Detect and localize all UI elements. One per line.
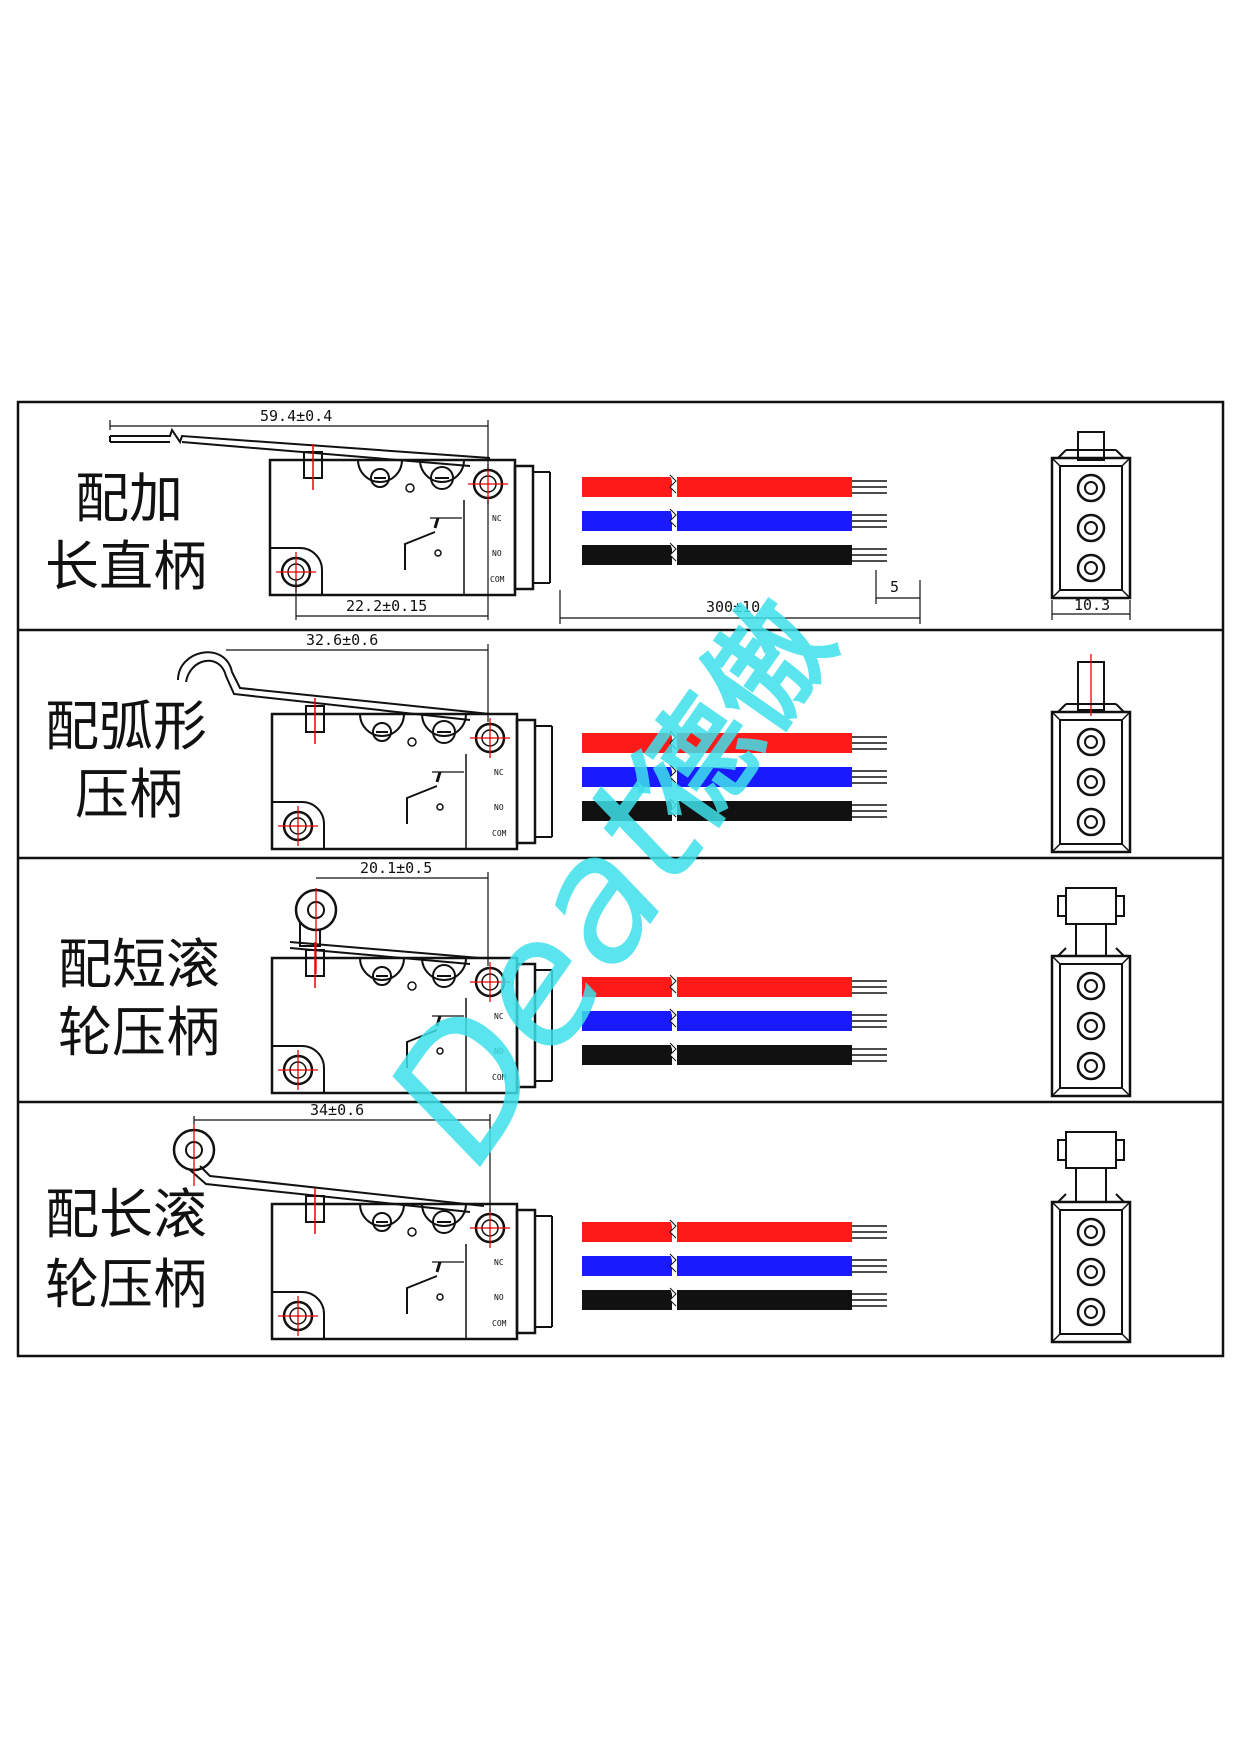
panel-label-line1: 配加 xyxy=(75,467,183,530)
end-view-roller xyxy=(1057,1131,1125,1203)
dim-lever-length: 32.6±0.6 xyxy=(306,631,378,649)
panel-label-line1: 配短滚 xyxy=(58,933,220,996)
switch-body xyxy=(268,442,552,597)
pin-label-com: COM xyxy=(492,1073,507,1082)
pin-label-com: COM xyxy=(492,1319,507,1328)
pin-label-nc: NC xyxy=(492,514,502,523)
dimension-lines xyxy=(226,644,489,722)
pin-label-no: NO xyxy=(494,1047,504,1056)
end-view xyxy=(1050,954,1132,1098)
dim-hole-spacing: 22.2±0.15 xyxy=(346,597,427,615)
panel-short-roller-lever: 配短滚 轮压柄 NC NO COM 20.1±0.5 xyxy=(58,859,1132,1098)
dim-lever-length: 59.4±0.4 xyxy=(260,407,332,425)
pin-label-com: COM xyxy=(492,829,507,838)
dimension-lines xyxy=(109,420,1131,624)
pin-label-no: NO xyxy=(494,803,504,812)
dim-width: 10.3 xyxy=(1074,596,1110,614)
end-view xyxy=(1050,456,1132,600)
end-view-roller xyxy=(1057,887,1125,957)
drawing-frame xyxy=(16,400,1225,1358)
switch-body xyxy=(270,696,554,851)
end-view-plunger xyxy=(1057,654,1125,716)
wire-bundle xyxy=(581,1219,888,1311)
pin-label-no: NO xyxy=(492,549,502,558)
panel-curved-lever: 配弧形 压柄 NC NO COM 32.6±0.6 xyxy=(45,631,1132,854)
dimension-lines xyxy=(193,1114,491,1212)
panel-long-roller-lever: 配长滚 轮压柄 NC NO COM 34±0.6 xyxy=(45,1101,1132,1344)
panel-label-line2: 轮压柄 xyxy=(45,1253,207,1316)
curved-lever xyxy=(177,651,491,721)
panel-label-line2: 轮压柄 xyxy=(58,1001,220,1064)
pin-label-nc: NC xyxy=(494,768,504,777)
pin-label-no: NO xyxy=(494,1293,504,1302)
dim-strip-length: 5 xyxy=(890,578,899,596)
wire-bundle xyxy=(581,474,888,566)
dim-lever-length: 20.1±0.5 xyxy=(360,859,432,877)
pin-label-nc: NC xyxy=(494,1258,504,1267)
panel-label-line1: 配弧形 xyxy=(45,695,207,758)
end-view xyxy=(1050,1200,1132,1344)
panel-straight-lever: 配加 长直柄 NC NO COM xyxy=(45,407,1132,624)
long-roller-lever xyxy=(172,1124,485,1213)
end-view-plunger xyxy=(1057,431,1125,461)
pin-label-nc: NC xyxy=(494,1012,504,1021)
short-roller-lever xyxy=(289,888,481,974)
switch-body xyxy=(270,1186,554,1341)
panel-label-line2: 长直柄 xyxy=(45,535,207,598)
panel-label-line1: 配长滚 xyxy=(45,1183,207,1246)
straight-lever xyxy=(109,427,491,467)
dim-lever-length: 34±0.6 xyxy=(310,1101,364,1119)
pin-label-com: COM xyxy=(490,575,505,584)
end-view xyxy=(1050,710,1132,854)
dimension-lines xyxy=(316,872,489,966)
dim-wire-length: 300±10 xyxy=(706,598,760,616)
panel-label-line2: 压柄 xyxy=(75,763,183,826)
